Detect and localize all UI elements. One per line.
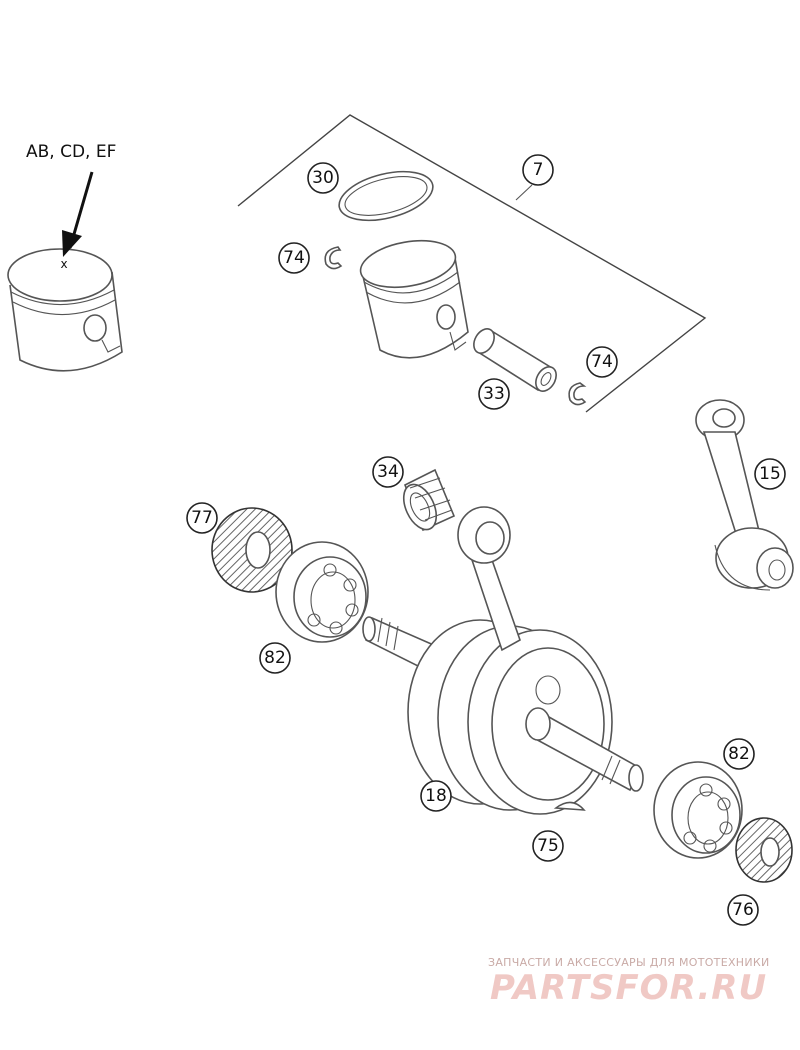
callout-15: 15	[754, 458, 786, 490]
watermark-tagline: ЗАПЧАСТИ И АКСЕССУАРЫ ДЛЯ МОТОТЕХНИКИ	[488, 956, 770, 969]
callout-76: 76	[727, 894, 759, 926]
svg-text:33: 33	[483, 384, 505, 404]
svg-text:82: 82	[264, 648, 286, 668]
callout-30: 30	[307, 162, 339, 194]
svg-text:7: 7	[533, 160, 544, 180]
main-bearing-right	[653, 761, 743, 859]
crankshaft	[362, 506, 644, 815]
shaft-seal-left	[211, 507, 293, 593]
connecting-rod	[695, 399, 794, 591]
watermark-logo: PARTSFOR.RU	[490, 968, 768, 1008]
svg-text:76: 76	[732, 900, 754, 920]
callout-82-right: 82	[723, 738, 755, 770]
svg-text:74: 74	[283, 248, 305, 268]
callout-77: 77	[186, 502, 218, 534]
piston-mark: x	[60, 257, 67, 271]
svg-text:34: 34	[377, 462, 399, 482]
callout-7: 7	[515, 154, 554, 201]
callout-75: 75	[532, 830, 564, 862]
svg-text:82: 82	[728, 744, 750, 764]
needle-bearing	[402, 468, 456, 532]
svg-text:30: 30	[312, 168, 334, 188]
marking-codes-label: AB, CD, EF	[26, 142, 117, 162]
callout-74-left: 74	[278, 242, 310, 274]
woodruff-key	[553, 801, 586, 811]
piston-kit-bracket	[237, 114, 707, 413]
circlip-left	[324, 246, 343, 270]
svg-text:75: 75	[537, 836, 559, 856]
callout-74-right: 74	[586, 346, 618, 378]
svg-text:18: 18	[425, 786, 447, 806]
circlip-right	[568, 382, 587, 406]
piston-pin	[473, 328, 557, 392]
callout-33: 33	[478, 378, 510, 410]
callout-82-left: 82	[259, 642, 291, 674]
piston	[359, 239, 469, 359]
svg-text:74: 74	[591, 352, 613, 372]
callout-34: 34	[372, 456, 404, 488]
reference-piston	[7, 248, 123, 372]
piston-ring	[338, 170, 434, 222]
callout-18: 18	[420, 780, 452, 812]
svg-text:77: 77	[191, 508, 213, 528]
pointer-arrow	[62, 171, 94, 257]
main-bearing-left	[275, 541, 369, 643]
svg-text:15: 15	[759, 464, 781, 484]
shaft-seal-right	[735, 817, 793, 883]
